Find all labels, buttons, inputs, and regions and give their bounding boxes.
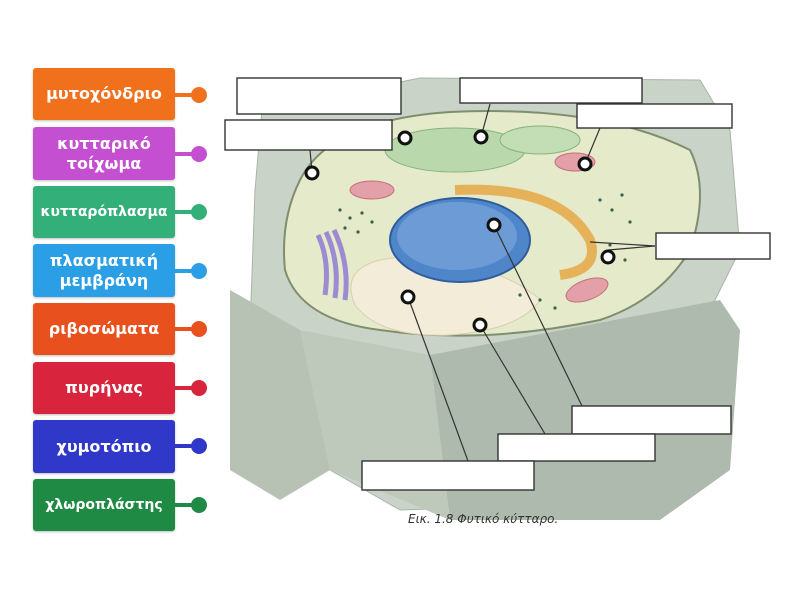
mitochondrion-shape-1 bbox=[349, 180, 395, 200]
label-cell-wall[interactable]: κυτταρικό τοίχωμα bbox=[33, 127, 175, 180]
connector-ribosomes bbox=[175, 327, 195, 331]
label-text: μυτοχόνδριο bbox=[46, 84, 162, 103]
label-text: κυτταρικό τοίχωμα bbox=[57, 133, 151, 173]
label-nucleus[interactable]: πυρήνας bbox=[33, 362, 175, 414]
drop-target[interactable] bbox=[397, 130, 413, 146]
label-text: χυμοτόπιο bbox=[56, 436, 152, 456]
target-box-7[interactable] bbox=[497, 433, 656, 462]
drag-handle-chloroplast[interactable] bbox=[191, 497, 207, 513]
drag-handle-cytoplasm[interactable] bbox=[191, 204, 207, 220]
target-box-3[interactable] bbox=[459, 77, 643, 104]
ribosome-dots bbox=[338, 193, 632, 310]
drop-target[interactable] bbox=[472, 317, 488, 333]
target-box-4[interactable] bbox=[576, 103, 733, 129]
drop-target[interactable] bbox=[473, 129, 489, 145]
drag-handle-cell-wall[interactable] bbox=[191, 146, 207, 162]
label-vacuole[interactable]: χυμοτόπιο bbox=[33, 420, 175, 473]
golgi-shape bbox=[315, 228, 349, 301]
label-plasma-membrane[interactable]: πλασματική μεμβράνη bbox=[33, 244, 175, 297]
target-box-8[interactable] bbox=[361, 460, 535, 491]
target-box-2[interactable] bbox=[224, 119, 393, 151]
drag-handle-nucleus[interactable] bbox=[191, 380, 207, 396]
target-box-5[interactable] bbox=[655, 232, 771, 260]
cell-wall-front-left bbox=[230, 290, 330, 500]
drop-target[interactable] bbox=[400, 289, 416, 305]
drag-handle-ribosomes[interactable] bbox=[191, 321, 207, 337]
label-text: χλωροπλάστης bbox=[45, 497, 163, 513]
drop-target[interactable] bbox=[304, 165, 320, 181]
drag-handle-vacuole[interactable] bbox=[191, 438, 207, 454]
target-boxes bbox=[224, 77, 771, 491]
connector-cytoplasm bbox=[175, 210, 195, 214]
nucleus-inner bbox=[397, 202, 517, 270]
drop-target[interactable] bbox=[600, 249, 616, 265]
drop-target[interactable] bbox=[577, 156, 593, 172]
label-cytoplasm[interactable]: κυτταρόπλασμα bbox=[33, 186, 175, 238]
chloroplast-shape-2 bbox=[499, 125, 581, 155]
drag-handle-plasma-membrane[interactable] bbox=[191, 263, 207, 279]
mitochondrion-shape-3 bbox=[565, 277, 609, 303]
label-text: πλασματική μεμβράνη bbox=[49, 250, 159, 290]
connector-cell-wall bbox=[175, 152, 195, 156]
target-box-6[interactable] bbox=[571, 405, 732, 435]
figure-caption: Εικ. 1.8 Φυτικό κύτταρο. bbox=[408, 512, 559, 526]
target-box-1[interactable] bbox=[236, 77, 402, 115]
drop-target[interactable] bbox=[486, 217, 502, 233]
connector-mitochondrion bbox=[175, 93, 195, 97]
connector-plasma-membrane bbox=[175, 269, 195, 273]
drop-targets bbox=[304, 129, 616, 333]
connector-nucleus bbox=[175, 386, 195, 390]
label-ribosomes[interactable]: ριβοσώματα bbox=[33, 303, 175, 355]
connector-vacuole bbox=[175, 444, 195, 448]
connector-chloroplast bbox=[175, 503, 195, 507]
label-text: ριβοσώματα bbox=[48, 319, 160, 338]
label-text: πυρήνας bbox=[65, 378, 143, 397]
label-text: κυτταρόπλασμα bbox=[40, 204, 168, 220]
er-shape bbox=[454, 184, 597, 280]
label-chloroplast[interactable]: χλωροπλάστης bbox=[33, 479, 175, 531]
label-mitochondrion[interactable]: μυτοχόνδριο bbox=[33, 68, 175, 120]
drag-handle-mitochondrion[interactable] bbox=[191, 87, 207, 103]
